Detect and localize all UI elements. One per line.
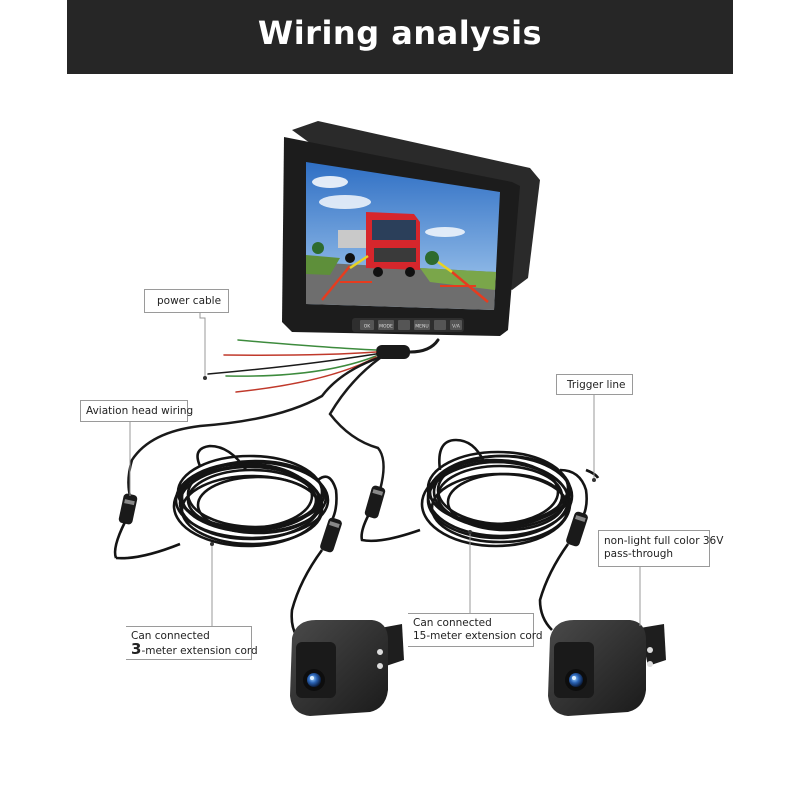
label-trigger-line: Trigger line <box>556 374 633 395</box>
truck-image <box>338 212 420 277</box>
leader-power-cable <box>199 312 206 376</box>
non-light-text: non-light full color 36V <box>604 535 724 547</box>
right-cable-coil <box>420 450 574 548</box>
monitor: OK MODE MENU V/A <box>282 121 540 336</box>
page-title: Wiring analysis <box>257 14 543 52</box>
right-camera <box>548 620 666 716</box>
three-meter-number: 3 <box>131 640 142 658</box>
monitor-button-menu: MENU <box>415 324 428 330</box>
three-meter-rest: -meter extension cord <box>141 645 258 657</box>
monitor-button-strip: OK MODE MENU V/A <box>352 318 464 332</box>
leader-lines <box>129 312 641 626</box>
monitor-screen <box>306 162 500 310</box>
label-aviation-head-wiring: Aviation head wiring <box>80 400 193 422</box>
pass-through-text: pass-through <box>604 548 674 560</box>
trigger-line-text: Trigger line <box>567 379 626 391</box>
can-connected-right-text: Can connected <box>413 617 492 629</box>
monitor-button-va: V/A <box>452 324 461 330</box>
right-extension-cable <box>420 438 600 631</box>
aviation-head-wiring-text: Aviation head wiring <box>86 405 194 417</box>
header-banner: Wiring analysis <box>67 0 733 74</box>
left-cable-coil <box>172 454 330 548</box>
can-connected-left-text: Can connected <box>131 630 210 642</box>
left-aviation-connector-1 <box>118 493 138 525</box>
monitor-button-ok: OK <box>364 324 372 330</box>
harness-splitter <box>376 345 410 359</box>
three-meter-line: 3-meter extension cord <box>131 640 258 658</box>
left-extension-cable <box>113 444 421 641</box>
monitor-button-mode: MODE <box>379 324 393 330</box>
power-cable-text: power cable <box>157 295 222 307</box>
label-3-meter-cord: Can connected 3-meter extension cord <box>126 626 258 660</box>
label-36v-pass-through: non-light full color 36V pass-through <box>598 530 724 567</box>
fifteen-meter-text: 15-meter extension cord <box>413 630 543 642</box>
label-15-meter-cord: Can connected 15-meter extension cord <box>408 613 543 647</box>
left-camera <box>290 620 404 716</box>
label-power-cable: power cable <box>144 289 229 313</box>
main-harness <box>127 338 440 498</box>
